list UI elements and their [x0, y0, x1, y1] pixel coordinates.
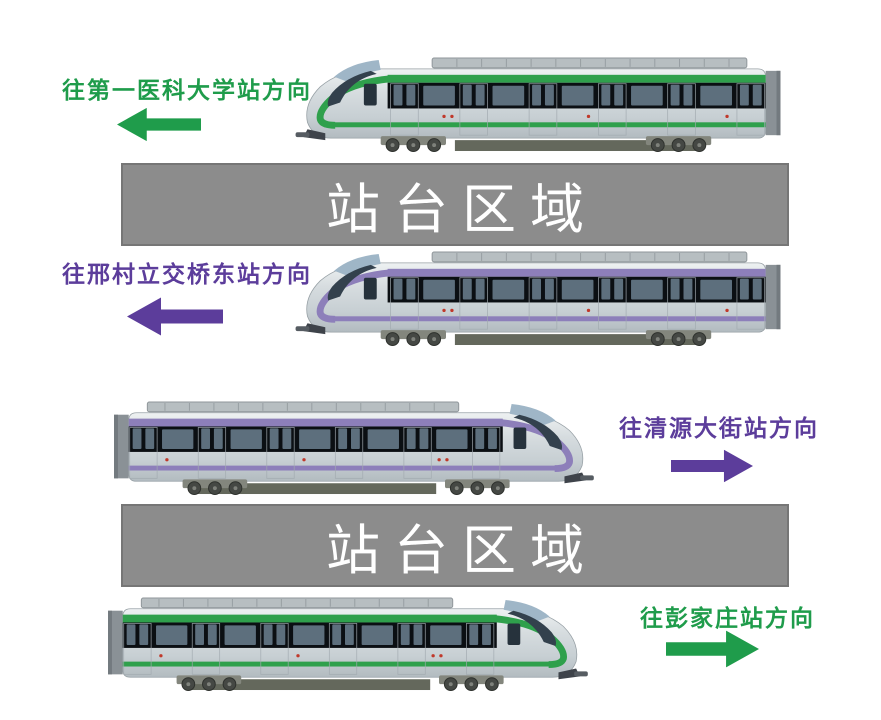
arrow-left-icon	[127, 297, 223, 336]
platform-area-2: 站台区域	[121, 504, 789, 587]
train-track-3	[106, 401, 596, 495]
arrow-left-icon	[117, 107, 201, 142]
arrow-right-icon	[671, 449, 753, 483]
train-track-2	[290, 251, 792, 346]
train-track-1	[290, 57, 792, 152]
destination-label-track-3: 往清源大街站方向	[619, 415, 819, 441]
train-track-4	[98, 597, 592, 691]
arrow-right-icon	[666, 630, 759, 668]
platform-area-1: 站台区域	[121, 163, 789, 246]
platform-area-label: 站台区域	[326, 521, 598, 581]
destination-label-track-4: 往彭家庄站方向	[640, 605, 815, 631]
platform-area-label: 站台区域	[326, 180, 598, 240]
destination-label-track-1: 往第一医科大学站方向	[62, 77, 312, 103]
destination-label-track-2: 往邢村立交桥东站方向	[62, 261, 312, 287]
